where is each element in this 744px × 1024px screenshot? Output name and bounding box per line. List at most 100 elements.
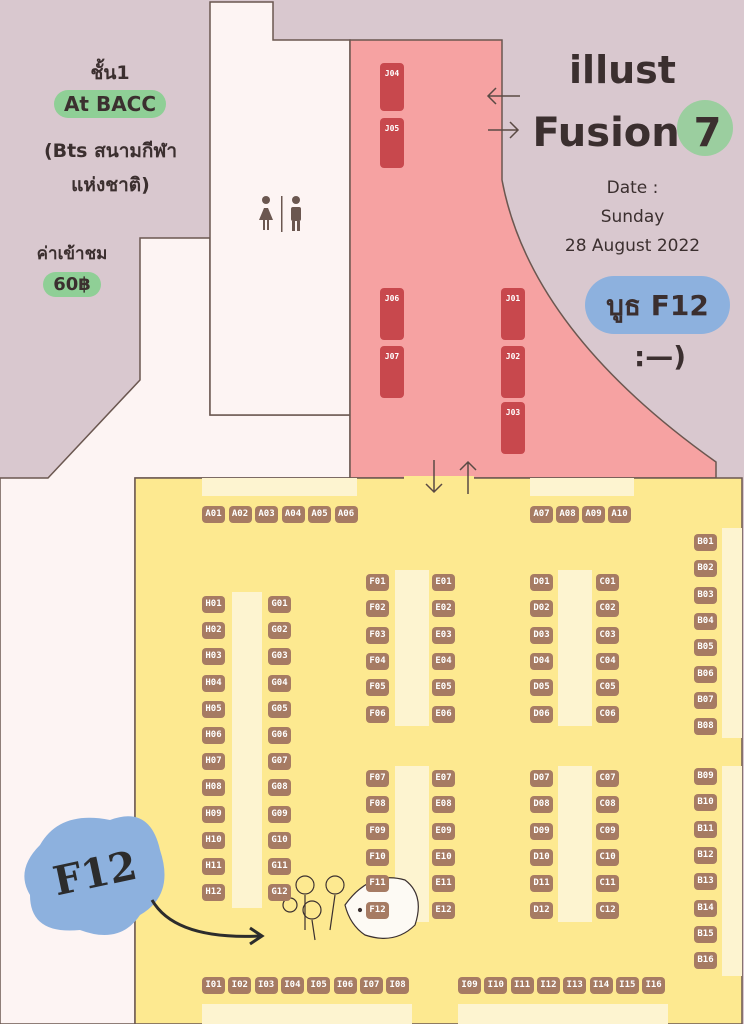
booth-h07[interactable]: H07 — [202, 753, 225, 771]
booth-a04[interactable]: A04 — [281, 506, 305, 523]
booth-h02[interactable]: H02 — [202, 622, 225, 640]
booth-h09[interactable]: H09 — [202, 805, 225, 823]
booth-b10[interactable]: B10 — [694, 794, 717, 812]
booth-d01[interactable]: D01 — [530, 574, 553, 591]
booth-h12[interactable]: H12 — [202, 884, 225, 902]
booth-i11[interactable]: I11 — [510, 977, 534, 994]
booth-b06[interactable]: B06 — [694, 665, 717, 683]
booth-f05[interactable]: F05 — [366, 679, 389, 697]
booth-d05[interactable]: D05 — [530, 679, 553, 697]
booth-g08[interactable]: G08 — [268, 779, 291, 797]
booth-a02[interactable]: A02 — [228, 506, 252, 523]
booth-i02[interactable]: I02 — [228, 977, 252, 994]
booth-b09[interactable]: B09 — [694, 768, 717, 785]
booth-b05[interactable]: B05 — [694, 639, 717, 657]
booth-i06[interactable]: I06 — [333, 977, 357, 994]
booth-a01[interactable]: A01 — [202, 506, 225, 523]
booth-f04[interactable]: F04 — [366, 652, 389, 670]
booth-f10[interactable]: F10 — [366, 848, 389, 866]
booth-g11[interactable]: G11 — [268, 858, 291, 875]
booth-g01[interactable]: G01 — [268, 596, 291, 613]
booth-a06[interactable]: A06 — [334, 506, 358, 523]
booth-h03[interactable]: H03 — [202, 648, 225, 666]
booth-g09[interactable]: G09 — [268, 805, 291, 823]
booth-e03[interactable]: E03 — [432, 626, 455, 644]
booth-f02[interactable]: F02 — [366, 600, 389, 618]
booth-c09[interactable]: C09 — [596, 822, 619, 840]
booth-i10[interactable]: I10 — [484, 977, 508, 994]
booth-g12[interactable]: G12 — [268, 884, 291, 902]
booth-b08[interactable]: B08 — [694, 718, 717, 736]
booth-h04[interactable]: H04 — [202, 674, 225, 692]
booth-j06[interactable]: J06 — [380, 288, 404, 340]
booth-g07[interactable]: G07 — [268, 753, 291, 771]
booth-e02[interactable]: E02 — [432, 600, 455, 618]
booth-d03[interactable]: D03 — [530, 626, 553, 644]
booth-b07[interactable]: B07 — [694, 691, 717, 709]
booth-f06[interactable]: F06 — [366, 705, 389, 723]
booth-f11[interactable]: F11 — [366, 875, 389, 893]
booth-g05[interactable]: G05 — [268, 700, 291, 718]
booth-h05[interactable]: H05 — [202, 700, 225, 718]
booth-i08[interactable]: I08 — [386, 977, 410, 994]
booth-f08[interactable]: F08 — [366, 796, 389, 814]
booth-c01[interactable]: C01 — [596, 574, 619, 591]
booth-b04[interactable]: B04 — [694, 612, 717, 630]
booth-c06[interactable]: C06 — [596, 705, 619, 723]
booth-j05[interactable]: J05 — [380, 118, 404, 168]
booth-f12[interactable]: F12 — [366, 901, 389, 919]
booth-j01[interactable]: J01 — [501, 288, 525, 340]
booth-e11[interactable]: E11 — [432, 875, 455, 893]
booth-c02[interactable]: C02 — [596, 600, 619, 618]
booth-i07[interactable]: I07 — [359, 977, 383, 994]
booth-i03[interactable]: I03 — [254, 977, 278, 994]
booth-j03[interactable]: J03 — [501, 402, 525, 454]
booth-b02[interactable]: B02 — [694, 560, 717, 578]
booth-f01[interactable]: F01 — [366, 574, 389, 591]
booth-b11[interactable]: B11 — [694, 820, 717, 838]
booth-j04[interactable]: J04 — [380, 63, 404, 111]
booth-d11[interactable]: D11 — [530, 875, 553, 893]
booth-i15[interactable]: I15 — [615, 977, 639, 994]
booth-c08[interactable]: C08 — [596, 796, 619, 814]
booth-g04[interactable]: G04 — [268, 674, 291, 692]
booth-i01[interactable]: I01 — [202, 977, 225, 994]
booth-h08[interactable]: H08 — [202, 779, 225, 797]
booth-c11[interactable]: C11 — [596, 875, 619, 893]
booth-b16[interactable]: B16 — [694, 952, 717, 970]
booth-b14[interactable]: B14 — [694, 899, 717, 917]
booth-d09[interactable]: D09 — [530, 822, 553, 840]
booth-b01[interactable]: B01 — [694, 534, 717, 551]
booth-e01[interactable]: E01 — [432, 574, 455, 591]
booth-c04[interactable]: C04 — [596, 652, 619, 670]
booth-h11[interactable]: H11 — [202, 858, 225, 875]
booth-d07[interactable]: D07 — [530, 770, 553, 787]
booth-e12[interactable]: E12 — [432, 901, 455, 919]
booth-c05[interactable]: C05 — [596, 679, 619, 697]
booth-e06[interactable]: E06 — [432, 705, 455, 723]
booth-i13[interactable]: I13 — [563, 977, 587, 994]
booth-b12[interactable]: B12 — [694, 846, 717, 864]
booth-i05[interactable]: I05 — [307, 977, 331, 994]
booth-i12[interactable]: I12 — [536, 977, 560, 994]
booth-f09[interactable]: F09 — [366, 822, 389, 840]
booth-a08[interactable]: A08 — [556, 506, 579, 523]
booth-e10[interactable]: E10 — [432, 848, 455, 866]
booth-g03[interactable]: G03 — [268, 648, 291, 666]
booth-i16[interactable]: I16 — [642, 977, 666, 994]
booth-b15[interactable]: B15 — [694, 925, 717, 943]
booth-d02[interactable]: D02 — [530, 600, 553, 618]
booth-h10[interactable]: H10 — [202, 831, 225, 849]
booth-c10[interactable]: C10 — [596, 848, 619, 866]
booth-h06[interactable]: H06 — [202, 727, 225, 744]
booth-j07[interactable]: J07 — [380, 346, 404, 398]
booth-h01[interactable]: H01 — [202, 596, 225, 613]
booth-j02[interactable]: J02 — [501, 346, 525, 398]
booth-f07[interactable]: F07 — [366, 770, 389, 787]
booth-e09[interactable]: E09 — [432, 822, 455, 840]
booth-d06[interactable]: D06 — [530, 705, 553, 723]
booth-i04[interactable]: I04 — [280, 977, 304, 994]
booth-e07[interactable]: E07 — [432, 770, 455, 787]
booth-c03[interactable]: C03 — [596, 626, 619, 644]
booth-d08[interactable]: D08 — [530, 796, 553, 814]
